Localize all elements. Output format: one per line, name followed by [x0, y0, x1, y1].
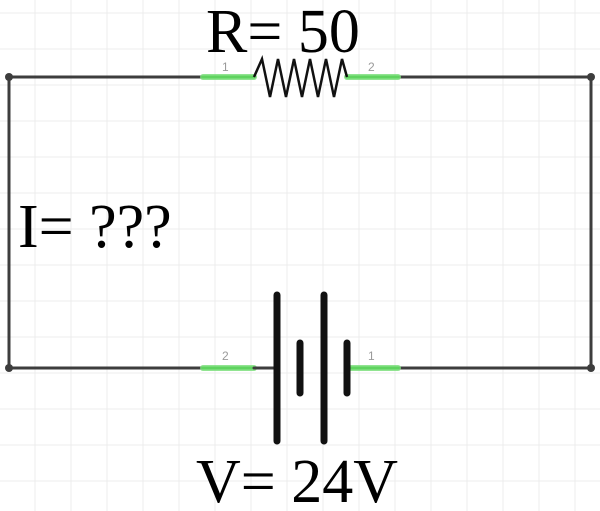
corner-nodes [5, 73, 595, 372]
battery-pin-2-label: 2 [222, 349, 229, 363]
current-label: I= ??? [18, 193, 172, 261]
node-top-left [5, 73, 13, 81]
node-bottom-left [5, 364, 13, 372]
node-bottom-right [587, 364, 595, 372]
battery-pin-1-label: 1 [368, 349, 375, 363]
resistor: 1 2 [200, 54, 401, 98]
circuit-wires [7, 75, 593, 370]
resistor-zigzag [252, 54, 349, 98]
resistor-pin-2-label: 2 [368, 60, 375, 74]
resistor-pin-1-label: 1 [222, 60, 229, 74]
node-top-right [587, 73, 595, 81]
voltage-label: V= 24V [196, 448, 398, 511]
battery: 2 1 [200, 291, 401, 445]
resistance-label: R= 50 [206, 0, 360, 66]
